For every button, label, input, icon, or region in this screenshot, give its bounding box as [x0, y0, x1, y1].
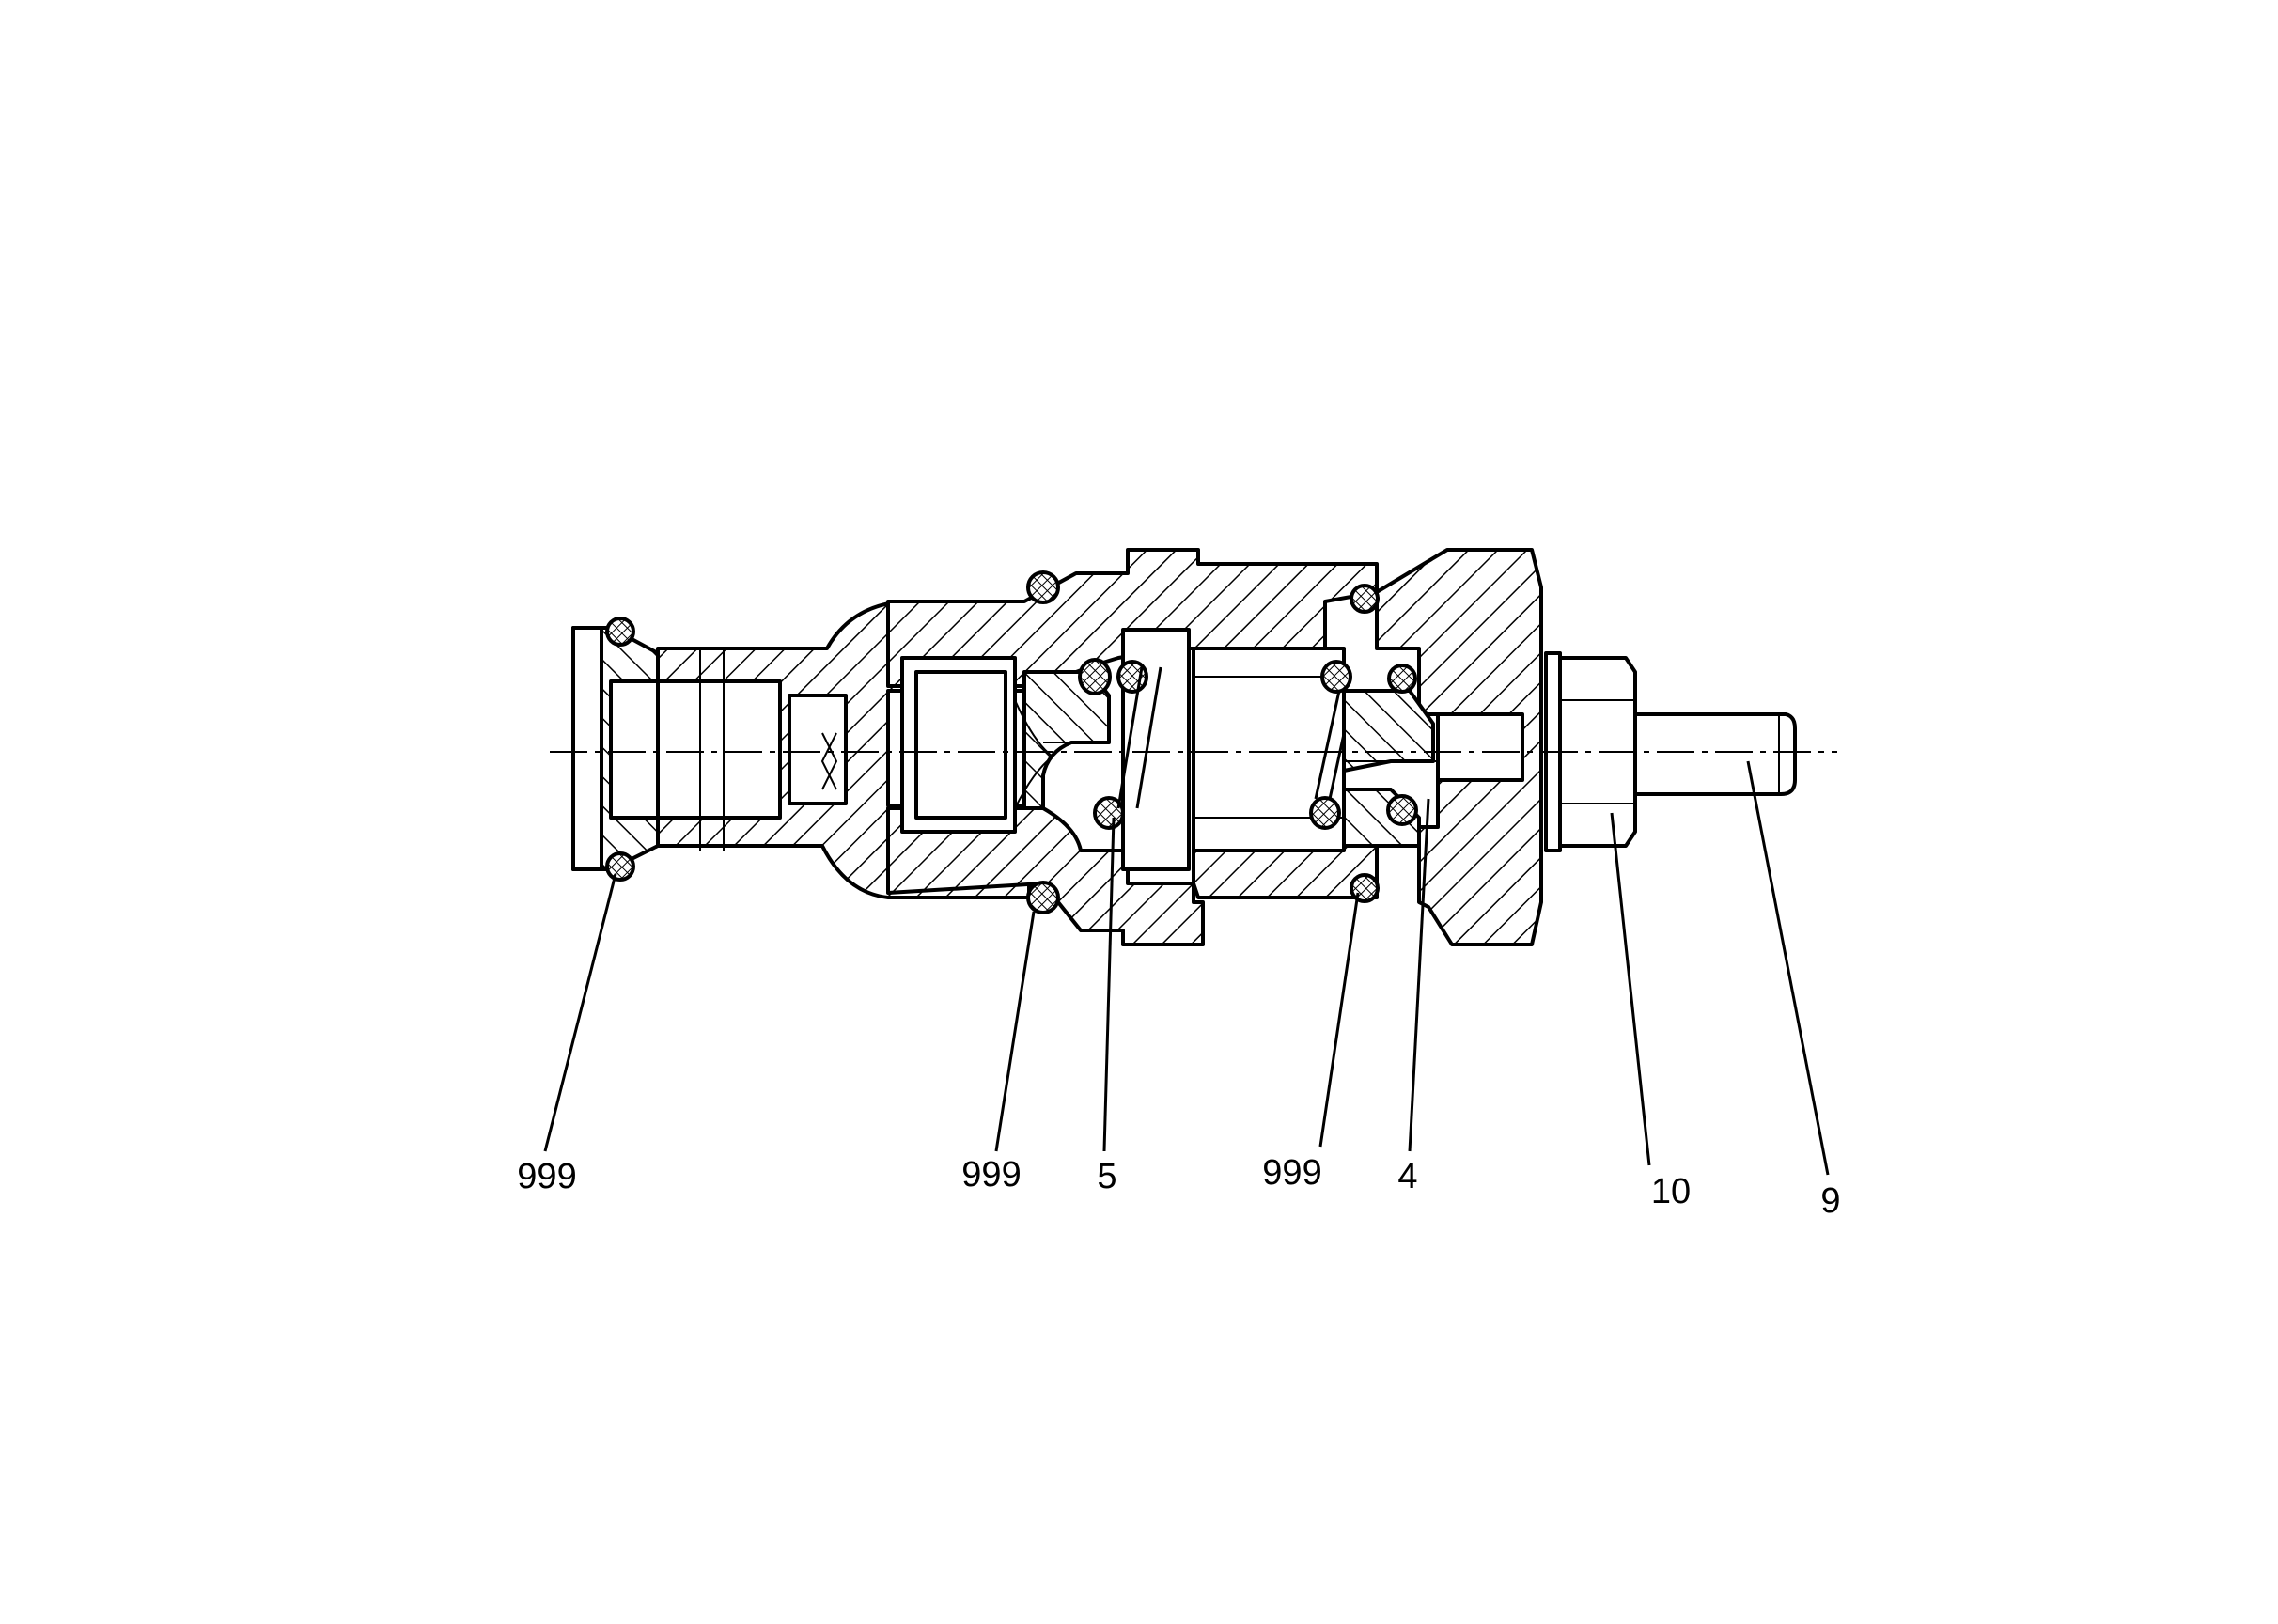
callout-999-right: 999: [1262, 1153, 1321, 1193]
leader-9: [1746, 760, 1830, 1176]
end-cap: [571, 570, 1380, 914]
callout-10: 10: [1651, 1172, 1691, 1211]
leader-5: [1102, 817, 1116, 1152]
spring-chamber: [1078, 628, 1355, 871]
leader-4: [1408, 798, 1430, 1152]
leader-999-left: [543, 873, 617, 1152]
leader-999-mid: [994, 911, 1036, 1152]
callout-999-mid: 999: [961, 1155, 1021, 1195]
leader-10: [1610, 812, 1651, 1166]
callout-4: 4: [1397, 1157, 1417, 1196]
stem: [1633, 712, 1797, 796]
leader-lines: [543, 760, 1830, 1176]
callout-labels: 999 999 5 999 4 10 9: [517, 1153, 1840, 1221]
callout-5: 5: [1097, 1157, 1116, 1196]
bonnet: [1342, 548, 1543, 946]
callout-9: 9: [1820, 1181, 1840, 1221]
callout-999-left: 999: [517, 1157, 576, 1196]
leader-999-right: [1318, 892, 1360, 1148]
valve-body: [886, 548, 1379, 946]
